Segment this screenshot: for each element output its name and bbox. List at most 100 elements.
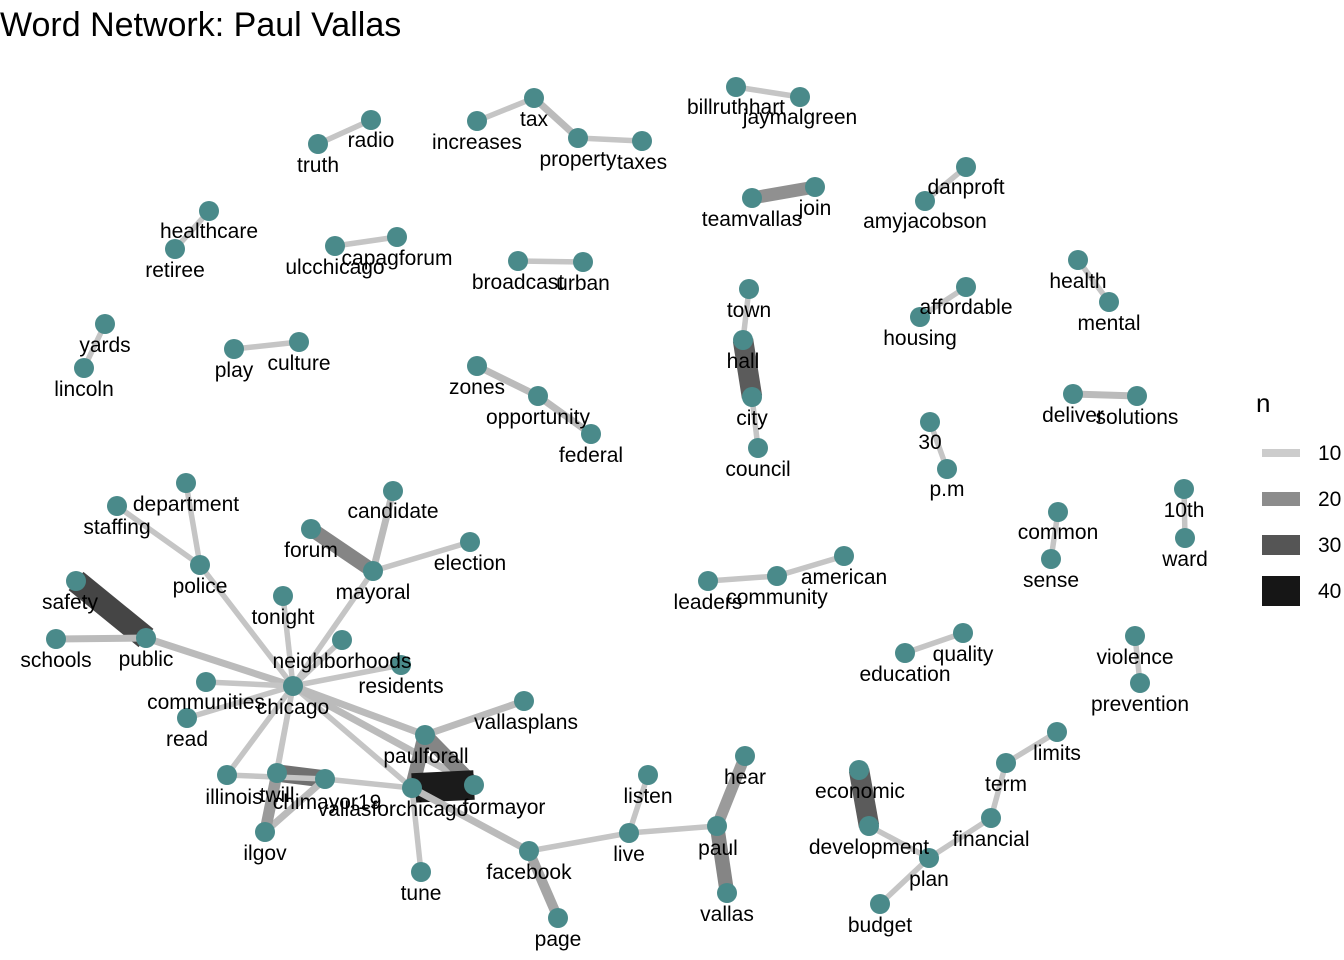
node-label-retiree: retiree [145,259,205,282]
node-label-vallasforchicago: vallasforchicago [318,798,469,821]
node-label-culture: culture [267,352,330,375]
node-broadcast [508,251,528,271]
edge-department-police [183,482,203,566]
node-label-lincoln: lincoln [54,378,114,401]
node-urban [573,252,593,272]
node-label-paulforall: paulforall [383,745,468,768]
node-label-violence: violence [1096,646,1173,669]
node-public [136,628,156,648]
node-label-capagforum: capagforum [342,247,453,270]
node-solutions [1127,386,1147,406]
edge-deliver-solutions [1072,390,1138,400]
node-election [460,532,480,552]
node-label-zones: zones [449,376,505,399]
node-label-plan: plan [909,868,949,891]
node-label-teamvallas: teamvallas [702,208,802,231]
node-label-amyjacobson: amyjacobson [863,210,987,233]
node-label-limits: limits [1033,742,1081,765]
node-label-housing: housing [883,327,957,350]
node-label-danproft: danproft [927,176,1004,199]
edge-neighborhoods-chicago [291,637,344,689]
edge-facebook-page [524,849,563,920]
chart-title: Word Network: Paul Vallas [0,6,402,44]
labels-layer: billruthhartjaymalgreenincreasestaxprope… [20,96,1207,951]
node-join [805,177,825,197]
node-hear [735,746,755,766]
node-chicago [283,676,303,696]
node-label-mayoral: mayoral [336,581,411,604]
node-vallasforchicago [402,778,422,798]
node-label-american: american [801,566,887,589]
node-label-affordable: affordable [919,296,1012,319]
node-formayor [464,775,484,795]
node-housing [910,307,930,327]
edge-read-chicago [186,683,294,721]
node-label-vallas: vallas [700,903,754,926]
node-label-quality: quality [933,643,994,666]
node-label-billruthhart: billruthhart [687,96,785,119]
node-american [834,546,854,566]
node-danproft [956,157,976,177]
node-mental [1099,292,1119,312]
edge-forum-mayoral [306,522,378,578]
node-30 [920,412,940,432]
node-capagforum [387,227,407,247]
edge-chicago-formayor [291,682,476,789]
edge-chicago-illinois [224,684,296,777]
node-financial [981,808,1001,828]
node-council [748,438,768,458]
node-label-opportunity: opportunity [486,406,590,429]
node-label-term: term [985,773,1027,796]
node-health [1068,250,1088,270]
edge-listen-live [626,774,651,834]
node-staffing [107,496,127,516]
legend-label-10: 10 [1318,442,1342,465]
node-violence [1125,626,1145,646]
edge-mayoral-chicago [290,569,376,688]
node-label-ulcchicago: ulcchicago [285,256,384,279]
node-label-prevention: prevention [1091,693,1189,716]
node-tune [411,862,431,882]
edge-community-american [776,553,845,579]
node-play [224,339,244,359]
node-label-healthcare: healthcare [160,220,258,243]
node-label-economic: economic [815,780,905,803]
node-label-federal: federal [559,444,623,467]
edge-tonight-chicago [280,595,296,687]
node-lincoln [74,358,94,378]
node-yards [95,314,115,334]
edge-education-quality [904,630,964,656]
node-label-leaders: leaders [674,591,743,614]
node-label-safety: safety [42,591,99,614]
legend-key-30 [1262,530,1300,560]
node-radio [361,110,381,130]
node-illinois [217,765,237,785]
node-label-department: department [133,493,239,516]
edge-communities-chicago [205,679,294,689]
node-label-property: property [539,148,617,171]
node-label-development: development [809,836,929,859]
node-10th [1174,479,1194,499]
node-community [767,566,787,586]
node-chimayor19 [315,769,335,789]
node-label-residents: residents [358,675,443,698]
node-label-taxes: taxes [617,151,667,174]
node-tonight [273,586,293,606]
node-label-common: common [1018,521,1099,544]
node-facebook [519,841,539,861]
edge-billruthhart-jaymalgreen [735,84,801,100]
edge-candidate-mayoral [369,490,397,572]
node-label-chicago: chicago [257,696,329,719]
node-label-paul: paul [698,837,738,860]
node-budget [870,894,890,914]
node-ward [1175,528,1195,548]
node-label-solutions: solutions [1096,406,1179,429]
legend-label-20: 20 [1318,488,1342,511]
node-label-formayor: formayor [463,796,546,819]
node-label-budget: budget [848,914,912,937]
edge-vallasforchicago-facebook [410,784,531,855]
edge-police-chicago [197,563,296,688]
node-amyjacobson [915,191,935,211]
node-education [895,643,915,663]
node-label-tune: tune [401,882,442,905]
